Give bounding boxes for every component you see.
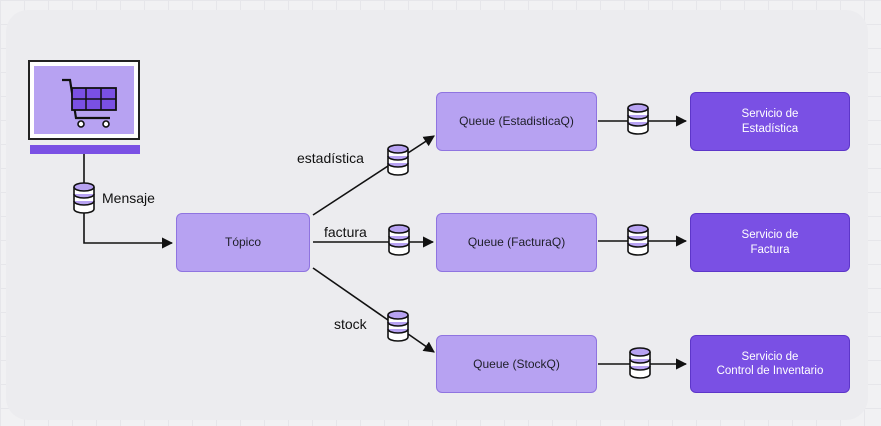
client-monitor	[28, 60, 140, 140]
monitor-screen	[34, 66, 134, 134]
edge-topico-estadistica	[312, 135, 435, 216]
node-topico: Tópico	[176, 213, 310, 272]
database-icon	[387, 144, 409, 176]
database-icon	[629, 347, 651, 379]
database-icon	[387, 310, 409, 342]
database-icon	[627, 103, 649, 135]
node-servicio-inventario: Servicio de Control de Inventario	[690, 335, 850, 393]
shopping-cart-icon	[62, 78, 117, 128]
database-icon	[73, 182, 95, 214]
database-icon	[388, 224, 410, 256]
label-factura: factura	[324, 224, 367, 240]
node-servicio-factura: Servicio de Factura	[690, 213, 850, 272]
node-queue-estadistica: Queue (EstadisticaQ)	[436, 92, 597, 151]
monitor-stand	[30, 145, 140, 154]
label-mensaje: Mensaje	[102, 190, 155, 206]
node-queue-factura: Queue (FacturaQ)	[436, 213, 597, 272]
node-servicio-estadistica: Servicio de Estadística	[690, 92, 850, 151]
label-estadistica: estadística	[297, 150, 364, 166]
node-queue-stock: Queue (StockQ)	[436, 335, 597, 393]
database-icon	[627, 224, 649, 256]
edge-topico-stock	[312, 267, 435, 353]
label-stock: stock	[334, 316, 367, 332]
